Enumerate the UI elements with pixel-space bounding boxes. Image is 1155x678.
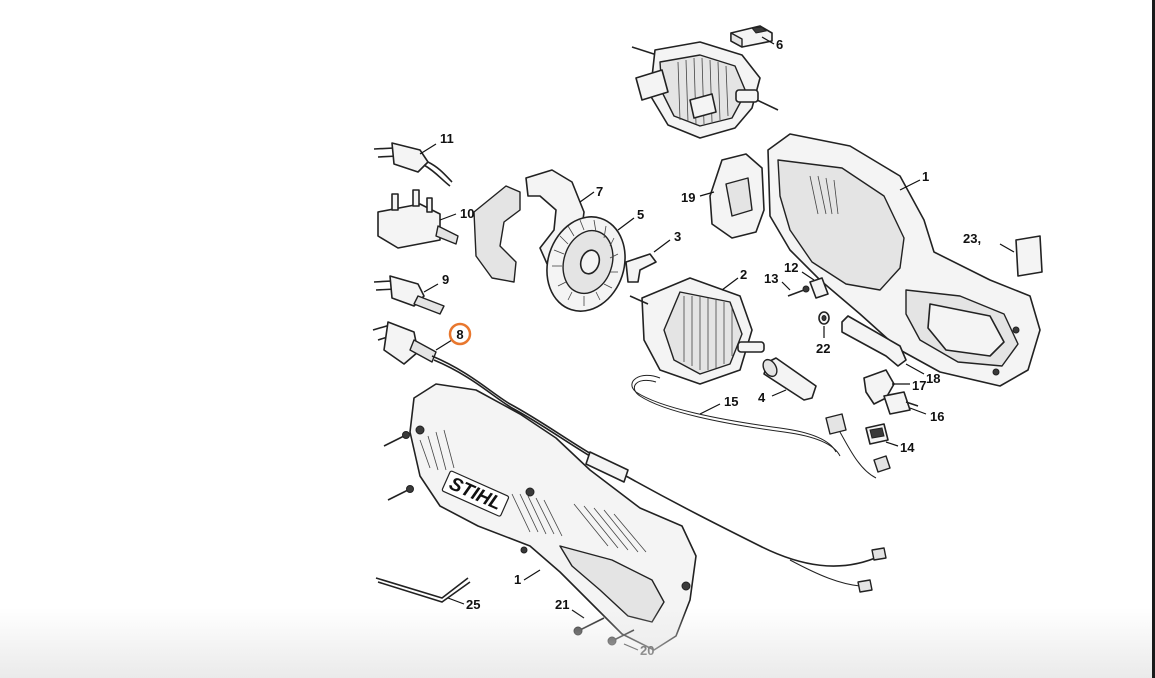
- motor-assembly-overview[interactable]: [631, 41, 779, 139]
- callout-18[interactable]: 18: [905, 363, 940, 386]
- part-11-plug[interactable]: [373, 142, 453, 187]
- svg-text:1: 1: [922, 169, 929, 184]
- svg-text:10: 10: [460, 206, 474, 221]
- svg-text:9: 9: [442, 272, 449, 287]
- part-16-switch[interactable]: [883, 391, 919, 415]
- callout-9[interactable]: 9: [423, 272, 449, 293]
- svg-text:18: 18: [926, 371, 940, 386]
- svg-text:16: 16: [930, 409, 944, 424]
- part-1-housing-front[interactable]: STIHL: [409, 383, 697, 651]
- housing-screw-bottom[interactable]: [387, 485, 414, 501]
- svg-text:3: 3: [674, 229, 681, 244]
- part-12-clip[interactable]: [809, 277, 829, 299]
- callout-20[interactable]: 20: [623, 643, 654, 658]
- callout-12[interactable]: 12: [784, 260, 815, 281]
- svg-text:12: 12: [784, 260, 798, 275]
- part-4-sleeve[interactable]: [760, 357, 817, 401]
- svg-text:7: 7: [596, 184, 603, 199]
- callout-25[interactable]: 25: [447, 597, 480, 612]
- svg-text:21: 21: [555, 597, 569, 612]
- svg-text:15: 15: [724, 394, 738, 409]
- callout-13[interactable]: 13: [764, 271, 791, 291]
- callout-6[interactable]: 6: [761, 36, 783, 52]
- callout-19[interactable]: 19: [681, 190, 715, 205]
- callout-8-highlight-ring: [448, 322, 472, 346]
- callout-15[interactable]: 15: [699, 394, 738, 415]
- callout-4[interactable]: 4: [758, 389, 787, 405]
- callout-7[interactable]: 7: [579, 184, 603, 203]
- svg-text:19: 19: [681, 190, 695, 205]
- svg-text:11: 11: [440, 131, 454, 146]
- part-25-hex-key[interactable]: [375, 577, 471, 603]
- svg-text:22: 22: [816, 341, 830, 356]
- callout-16[interactable]: 16: [909, 407, 944, 424]
- callout-3[interactable]: 3: [653, 229, 681, 253]
- part-1-housing-right[interactable]: [767, 133, 1041, 387]
- callout-17[interactable]: 17: [892, 378, 926, 393]
- part-8-power-cord[interactable]: [372, 321, 887, 593]
- callout-1-front[interactable]: 1: [514, 569, 541, 587]
- svg-text:8: 8: [456, 327, 463, 342]
- callout-22[interactable]: 22: [816, 326, 830, 356]
- window-edge: [1152, 0, 1155, 678]
- part-3-bracket[interactable]: [625, 253, 657, 283]
- svg-text:4: 4: [758, 390, 766, 405]
- part-5-fan[interactable]: [535, 207, 637, 322]
- svg-text:17: 17: [912, 378, 926, 393]
- svg-text:1: 1: [514, 572, 521, 587]
- callout-14[interactable]: 14: [885, 440, 915, 455]
- housing-screw-top[interactable]: [383, 431, 410, 447]
- part-13-screw[interactable]: [787, 285, 810, 297]
- svg-text:20: 20: [640, 643, 654, 658]
- part-9-plug[interactable]: [373, 275, 445, 315]
- part-2-motor[interactable]: [629, 277, 765, 385]
- svg-text:14: 14: [900, 440, 915, 455]
- part-23-label[interactable]: [1015, 235, 1043, 277]
- svg-text:5: 5: [637, 207, 644, 222]
- svg-text:13: 13: [764, 271, 778, 286]
- part-22-nut[interactable]: [818, 311, 830, 325]
- part-10-uk-plug[interactable]: [377, 189, 459, 249]
- part-21-screw[interactable]: [573, 617, 605, 636]
- svg-text:2: 2: [740, 267, 747, 282]
- callout-1-right[interactable]: 1: [899, 169, 929, 191]
- part-18-switch-lever[interactable]: [841, 315, 907, 367]
- callout-23[interactable]: 23,: [963, 231, 1015, 253]
- callout-5[interactable]: 5: [617, 207, 644, 231]
- callout-10[interactable]: 10: [439, 206, 474, 221]
- callout-21[interactable]: 21: [555, 597, 585, 619]
- part-19-cover[interactable]: [709, 153, 765, 239]
- callout-2[interactable]: 2: [721, 267, 747, 291]
- svg-text:23,: 23,: [963, 231, 981, 246]
- part-14-switch-module[interactable]: [865, 423, 889, 445]
- svg-text:6: 6: [776, 37, 783, 52]
- callout-8[interactable]: 8: [435, 322, 472, 351]
- part-6-carbon-brush[interactable]: [730, 25, 773, 48]
- svg-text:25: 25: [466, 597, 480, 612]
- callout-11[interactable]: 11: [419, 131, 454, 155]
